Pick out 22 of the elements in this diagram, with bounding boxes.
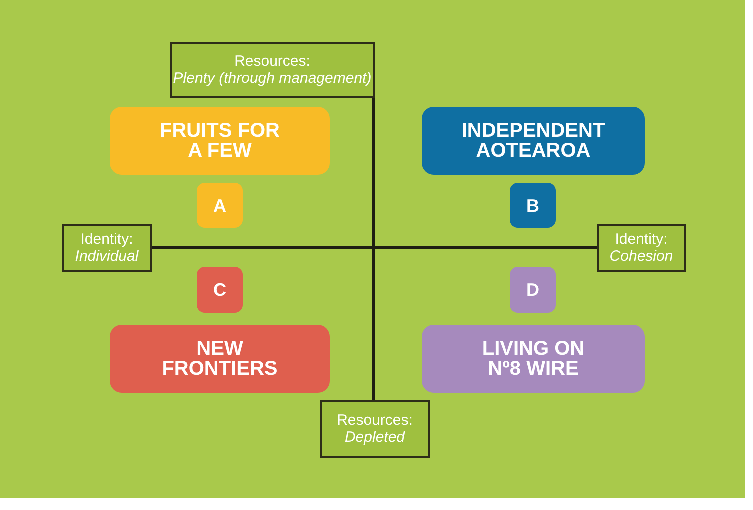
axis-line xyxy=(372,98,376,400)
letter-badge: D xyxy=(510,267,556,313)
letter-badge: C xyxy=(197,267,243,313)
letter-badge: A xyxy=(197,183,243,228)
letter-badge: B xyxy=(510,183,556,228)
axis-value: Individual xyxy=(75,248,139,266)
scenario-box: LIVING ON Nº8 WIRE xyxy=(422,325,645,393)
scenario-box: INDEPENDENT AOTEAROA xyxy=(422,107,645,175)
axis-label-box xyxy=(320,400,430,458)
axis-name: Identity: xyxy=(80,230,134,248)
scenario-box: FRUITS FOR A FEW xyxy=(110,107,330,175)
axis-value: Plenty (through management) xyxy=(173,70,372,88)
axis-value: Cohesion xyxy=(610,248,674,266)
axis-name: Resources: xyxy=(337,412,413,429)
axis-label-box xyxy=(62,224,152,272)
axis-name: Identity: xyxy=(615,230,668,248)
axis-line xyxy=(152,246,597,250)
axis-name: Resources: xyxy=(234,52,310,70)
axis-value: Depleted xyxy=(344,429,406,446)
axis-label-box xyxy=(170,42,375,98)
scenario-box: NEW FRONTIERS xyxy=(110,325,330,393)
axis-label-box xyxy=(597,224,686,272)
